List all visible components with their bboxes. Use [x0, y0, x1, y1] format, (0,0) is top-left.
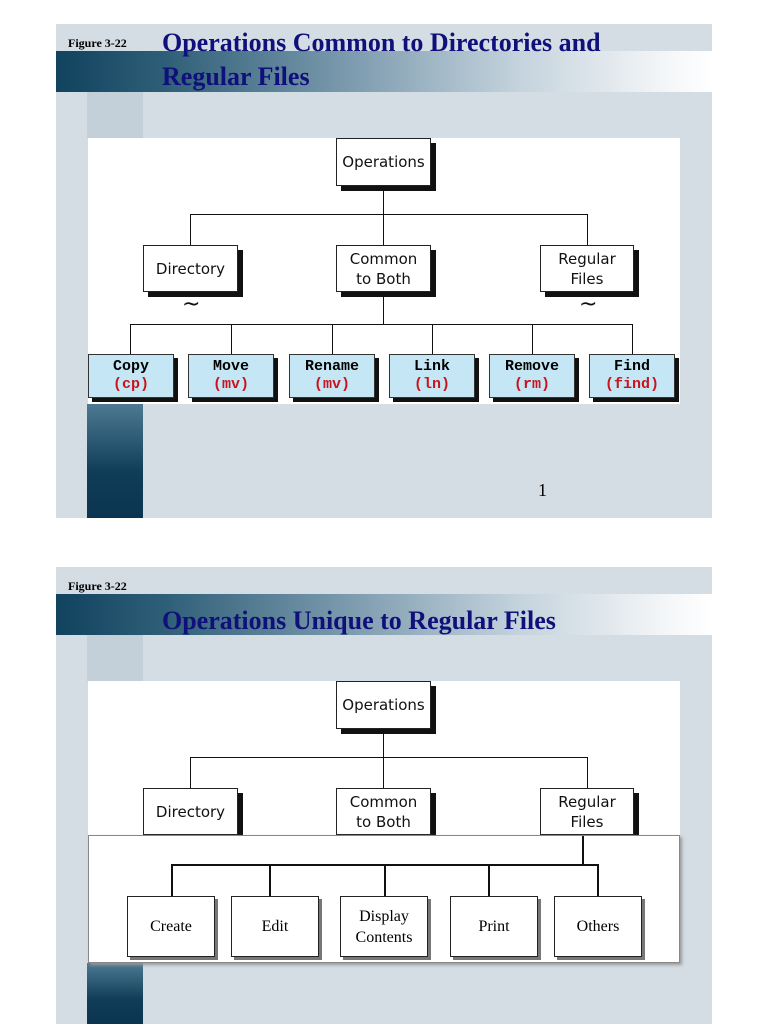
operations-node: Operations	[336, 138, 431, 186]
command-name: Rename	[304, 358, 359, 375]
connector	[190, 757, 587, 758]
connector	[587, 757, 588, 788]
title-band	[56, 594, 712, 635]
slide-2: Figure 3-22 Operations Unique to Regular…	[56, 567, 712, 1024]
directory-node: Directory	[143, 788, 238, 835]
command-name: Remove	[504, 358, 559, 375]
connector	[587, 214, 588, 245]
slide-title-line-2: Regular Files	[162, 62, 310, 91]
connector	[130, 324, 131, 354]
command-name: Move	[212, 358, 249, 375]
slide-title: Operations Unique to Regular Files	[162, 606, 556, 635]
left-accent-bar	[87, 963, 143, 1024]
left-accent-bar	[87, 404, 143, 518]
op-label: Others	[576, 918, 620, 935]
connector	[171, 864, 173, 896]
op-label: Edit	[261, 918, 289, 935]
command-copy: Copy (cp)	[88, 354, 174, 398]
command-code: (find)	[604, 376, 659, 393]
tilde-mark: ~	[579, 292, 598, 317]
connector	[190, 757, 191, 788]
command-move: Move (mv)	[188, 354, 274, 398]
connector	[597, 864, 599, 896]
connector	[432, 324, 433, 354]
connector	[383, 292, 384, 324]
op-others: Others	[554, 896, 642, 957]
operations-label: Operations	[342, 153, 425, 171]
figure-label: Figure 3-22	[68, 36, 127, 50]
slide-1: Figure 3-22 Operations Common to Directo…	[56, 24, 712, 518]
command-link: Link (ln)	[389, 354, 475, 398]
connector	[332, 324, 333, 354]
command-code: (mv)	[313, 376, 350, 393]
figure-label: Figure 3-22	[68, 579, 127, 593]
connector	[383, 186, 384, 214]
directory-label: Directory	[155, 802, 226, 821]
slide-number: 1	[538, 480, 547, 500]
connector	[383, 757, 384, 788]
operations-node: Operations	[336, 681, 431, 729]
op-label: Create	[150, 918, 192, 935]
op-print: Print	[450, 896, 538, 957]
connector	[632, 324, 633, 354]
command-find: Find (find)	[589, 354, 675, 398]
command-code: (ln)	[413, 376, 450, 393]
connector	[582, 836, 584, 864]
op-label: Print	[478, 918, 510, 935]
command-name: Copy	[112, 358, 149, 375]
operations-label: Operations	[342, 696, 425, 714]
command-code: (rm)	[513, 376, 550, 393]
op-edit: Edit	[231, 896, 319, 957]
connector	[383, 214, 384, 245]
command-code: (mv)	[212, 376, 249, 393]
connector	[488, 864, 490, 896]
command-remove: Remove (rm)	[489, 354, 575, 398]
connector	[231, 324, 232, 354]
connector	[130, 324, 633, 325]
command-name: Find	[613, 358, 650, 375]
title-band	[56, 51, 712, 92]
connector	[384, 864, 386, 896]
directory-label: Directory	[155, 259, 226, 278]
slide-title-line-1: Operations Common to Directories and	[162, 28, 601, 57]
command-code: (cp)	[112, 376, 149, 393]
left-accent-light	[87, 635, 143, 681]
command-rename: Rename (mv)	[289, 354, 375, 398]
connector	[190, 214, 587, 215]
connector	[190, 214, 191, 245]
tilde-mark: ~	[182, 292, 201, 317]
left-accent-light	[87, 92, 143, 138]
connector	[532, 324, 533, 354]
directory-node: Directory	[143, 245, 238, 292]
connector	[269, 864, 271, 896]
op-create: Create	[127, 896, 215, 957]
connector	[383, 729, 384, 757]
command-name: Link	[413, 358, 450, 375]
